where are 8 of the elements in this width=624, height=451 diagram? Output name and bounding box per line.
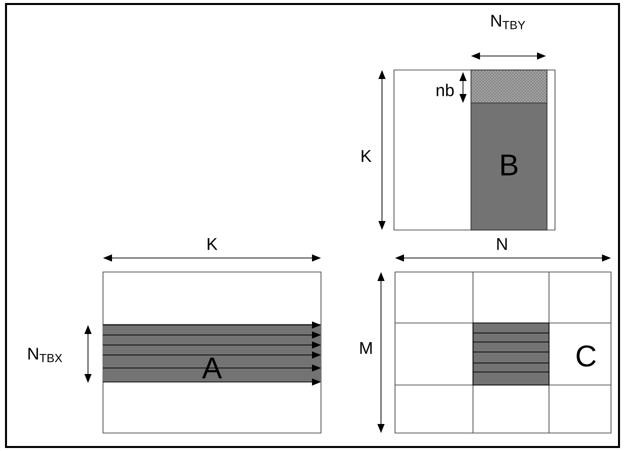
dimension-label: nb [436, 84, 454, 96]
block-strip: B [470, 70, 548, 230]
dimension-label: N$_{TBX}$ [28, 348, 62, 362]
dimension-label: K [208, 238, 218, 250]
dimension-label: N$_{TBY}$ [491, 14, 526, 30]
tile-block [472, 322, 550, 386]
dimension-label: K [362, 150, 372, 162]
dimension-label: M [360, 342, 372, 354]
